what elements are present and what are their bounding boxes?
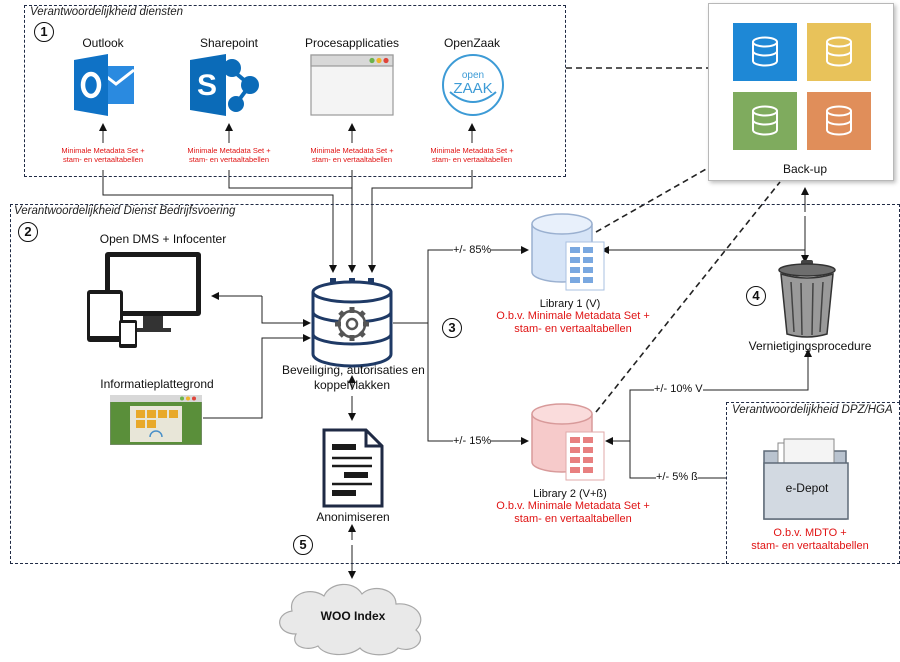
library1-database-icon (530, 212, 606, 301)
document-icon (322, 428, 384, 513)
library2-database-icon (530, 402, 606, 491)
vernietiging-label: Vernietigingsprocedure (748, 339, 872, 353)
svg-text:open: open (462, 70, 484, 81)
procesapplicaties-meta: Minimale Metadata Set +stam- en vertaalt… (310, 146, 394, 164)
dms-label: Open DMS + Infocenter (99, 232, 227, 246)
procesapplicaties-label: Procesapplicaties (304, 36, 400, 50)
e-depot-label: e-Depot (785, 481, 829, 495)
box-dpz-title: Verantwoordelijkheid DPZ/HGA (730, 404, 895, 416)
devices-icon (85, 250, 207, 355)
library1-meta: O.b.v. Minimale Metadata Set +stam- en v… (496, 310, 650, 335)
svg-text:S: S (197, 69, 217, 102)
flow-10-percent: +/- 10% V (654, 383, 703, 395)
sharepoint-icon: S (188, 52, 264, 123)
anonimiseren-label: Anonimiseren (316, 510, 390, 524)
library1-title: Library 1 (V) (539, 298, 601, 310)
backup-database-icon-orange (807, 92, 871, 150)
e-depot-folder-icon (762, 437, 852, 526)
openzaak-meta: Minimale Metadata Set +stam- en vertaalt… (430, 146, 514, 164)
e-depot-meta: O.b.v. MDTO +stam- en vertaaltabellen (751, 527, 869, 552)
trash-bin-icon (775, 258, 839, 343)
application-window-icon (310, 54, 394, 121)
flow-5-percent: +/- 5% ß (656, 471, 698, 483)
informatieplattegrond-label: Informatieplattegrond (100, 377, 214, 391)
svg-text:ZAAK: ZAAK (453, 80, 492, 97)
informatieplattegrond-screenshot-icon (109, 394, 203, 450)
outlook-icon (72, 52, 136, 123)
box-diensten (24, 5, 566, 177)
sharepoint-meta: Minimale Metadata Set +stam- en vertaalt… (187, 146, 271, 164)
step-number-4: 4 (746, 286, 766, 306)
sharepoint-label: Sharepoint (199, 36, 259, 50)
box-bedrijfsvoering-title: Verantwoordelijkheid Dienst Bedrijfsvoer… (12, 205, 238, 217)
step-number-1: 1 (34, 22, 54, 42)
openzaak-label: OpenZaak (443, 36, 501, 50)
step-number-5: 5 (293, 535, 313, 555)
library2-title: Library 2 (V+ß) (533, 488, 607, 500)
woo-index-label: WOO Index (320, 609, 386, 623)
outlook-label: Outlook (82, 36, 124, 50)
step-number-3: 3 (442, 318, 462, 338)
step-number-2: 2 (18, 222, 38, 242)
backup-label: Back-up (782, 162, 828, 176)
woo-index-cloud (268, 578, 438, 661)
openzaak-logo-icon: open ZAAK (440, 52, 506, 123)
central-database-icon (310, 278, 394, 375)
backup-database-icon-blue (733, 23, 797, 81)
flow-15-percent: +/- 15% (453, 435, 492, 447)
box-diensten-title: Verantwoordelijkheid diensten (28, 6, 186, 18)
flow-85-percent: +/- 85% (453, 244, 492, 256)
backup-database-icon-yellow (807, 23, 871, 81)
outlook-meta: Minimale Metadata Set +stam- en vertaalt… (61, 146, 145, 164)
backup-database-icon-green (733, 92, 797, 150)
library2-meta: O.b.v. Minimale Metadata Set +stam- en v… (496, 500, 650, 525)
